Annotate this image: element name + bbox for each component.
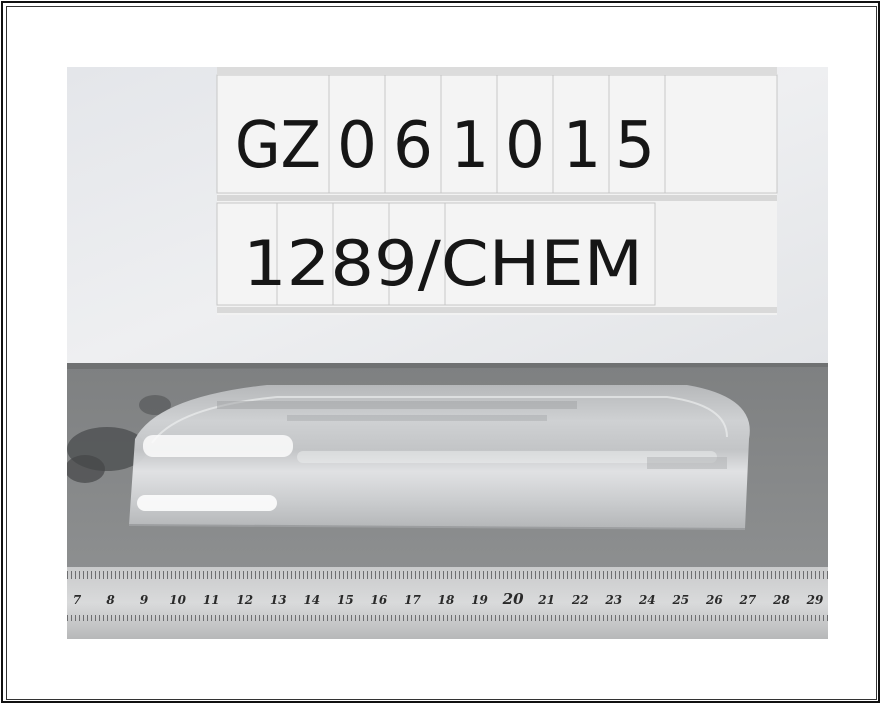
sign-char-1: GZ bbox=[235, 109, 321, 183]
ruler-number: 28 bbox=[772, 593, 790, 607]
ruler-number: 7 bbox=[73, 593, 82, 607]
film-sample bbox=[128, 385, 750, 530]
ruler-number: 10 bbox=[169, 593, 186, 607]
ruler-number: 27 bbox=[739, 593, 757, 607]
sign-bottom-line: 1289/CHEM bbox=[243, 227, 643, 300]
sign-char-3: 6 bbox=[393, 109, 433, 183]
label-sign: GZ 0 6 1 0 1 5 1289/CHEM bbox=[216, 67, 778, 315]
ruler-number: 19 bbox=[471, 593, 488, 607]
ruler-number: 18 bbox=[438, 593, 455, 607]
sign-char-2: 0 bbox=[337, 109, 377, 183]
ruler-number: 9 bbox=[140, 593, 149, 607]
ruler-number: 11 bbox=[203, 593, 220, 607]
sign-char-4: 1 bbox=[451, 109, 489, 183]
inner-frame bbox=[6, 6, 877, 700]
ruler-number: 21 bbox=[537, 593, 555, 607]
sign-char-5: 0 bbox=[505, 109, 545, 183]
ruler-number: 15 bbox=[337, 593, 354, 607]
ruler-number: 13 bbox=[270, 593, 287, 607]
ruler-number: 16 bbox=[371, 593, 388, 607]
ruler-number: 20 bbox=[502, 590, 524, 608]
ruler-number: 23 bbox=[604, 593, 622, 607]
ruler-number: 25 bbox=[671, 593, 689, 607]
ruler-number: 26 bbox=[705, 593, 723, 607]
sample-photo: GZ 0 6 1 0 1 5 1289/CHEM bbox=[67, 67, 828, 639]
ruler-number: 24 bbox=[638, 593, 656, 607]
ruler-number: 29 bbox=[806, 593, 824, 607]
ruler-number: 17 bbox=[404, 593, 421, 607]
sign-char-7: 5 bbox=[615, 109, 655, 183]
ruler-number: 14 bbox=[303, 593, 320, 607]
ruler-number: 12 bbox=[236, 593, 253, 607]
ruler-number: 8 bbox=[106, 593, 115, 607]
ruler-number: 22 bbox=[571, 593, 589, 607]
sign-char-6: 1 bbox=[563, 109, 601, 183]
measuring-ruler: 7 8 9 10 11 12 13 14 15 16 17 18 19 20 21 22 23 24 25 26 27 2… bbox=[67, 567, 828, 639]
